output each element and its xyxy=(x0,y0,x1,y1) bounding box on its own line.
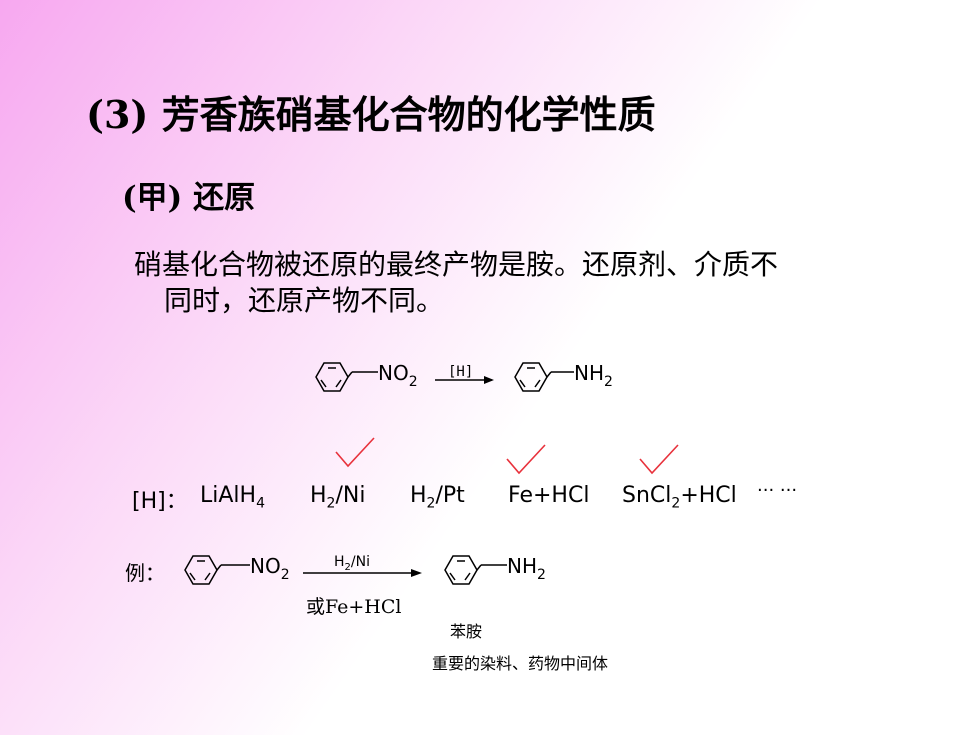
example-reaction-arrow xyxy=(303,569,422,577)
reagent-h2-ni: H2/Ni xyxy=(310,483,366,512)
aniline-note: 重要的染料、药物中间体 xyxy=(432,654,609,673)
reagent-list-label: [H]： xyxy=(132,489,188,514)
section-title: (3) 芳香族硝基化合物的化学性质 xyxy=(86,92,656,137)
subsection-title: (甲) 还原 xyxy=(122,180,256,216)
benzene-ring-example-product xyxy=(444,555,507,585)
reagent-h2-pt: H2/Pt xyxy=(410,483,465,512)
checkmark-h2ni xyxy=(335,437,375,468)
benzene-ring-reactant xyxy=(315,362,378,392)
example-reagent-above: H2/Ni xyxy=(334,554,370,573)
reagent-ellipsis: ··· ··· xyxy=(757,480,798,501)
example-product-group: NH2 xyxy=(507,554,546,583)
example-label: 例： xyxy=(125,561,165,585)
checkmark-fehcl xyxy=(506,444,546,475)
example-reagent-below: 或Fe+HCl xyxy=(306,596,402,618)
reagent-fe-hcl: Fe+HCl xyxy=(508,483,590,508)
paragraph-line-1: 硝基化合物被还原的最终产物是胺。还原剂、介质不 xyxy=(134,248,779,281)
arrow-label: [H] xyxy=(448,364,473,380)
checkmark-sncl2 xyxy=(639,444,679,475)
paragraph-line-2: 同时，还原产物不同。 xyxy=(164,284,445,317)
reactant-group: NO2 xyxy=(378,361,418,390)
example-reactant-group: NO2 xyxy=(250,554,290,583)
reagent-lialh4: LiAlH4 xyxy=(200,483,265,512)
benzene-ring-example-reactant xyxy=(184,555,250,585)
reaction-arrow xyxy=(435,376,494,384)
product-group: NH2 xyxy=(574,361,613,390)
aniline-name: 苯胺 xyxy=(450,622,483,641)
benzene-ring-product xyxy=(514,362,574,392)
reagent-sncl2-hcl: SnCl2+HCl xyxy=(622,483,737,512)
